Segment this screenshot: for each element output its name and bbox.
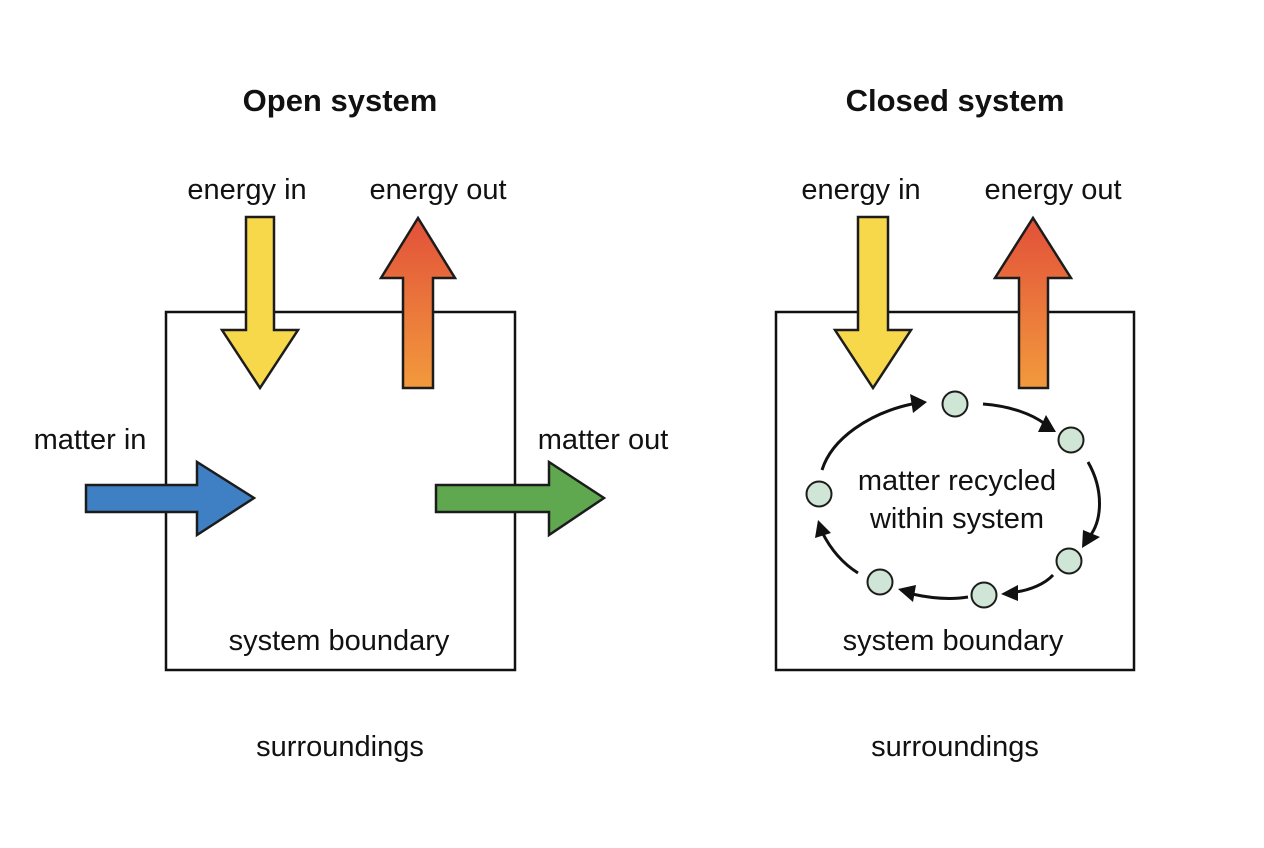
matter-particle (1055, 547, 1083, 575)
cycle-arrowhead-bottom-right (1001, 585, 1018, 601)
matter-particle (970, 581, 998, 609)
cycle-arrow-left (820, 531, 859, 575)
cycle-arrow-bottom-right (1015, 573, 1055, 594)
open-matter-in-label: matter in (34, 424, 147, 456)
closed-energy-out-arrow (992, 215, 1074, 390)
matter-particle (866, 568, 894, 596)
cycle-arrowhead-bottom (898, 585, 916, 602)
closed-boundary-label: system boundary (843, 625, 1064, 657)
open-matter-out-arrow (434, 459, 607, 538)
open-boundary-label: system boundary (229, 625, 450, 657)
open-energy-in-label: energy in (187, 174, 306, 206)
cycle-arrowhead-right (1082, 530, 1100, 548)
open-system-panel: Open system energy in energy out matter … (34, 83, 669, 763)
open-matter-in-arrow (84, 459, 257, 538)
open-surroundings-label: surroundings (256, 731, 424, 763)
closed-system-panel: Closed system energy in energy out (774, 83, 1136, 763)
recycle-label-line1: matter recycled (858, 465, 1056, 497)
closed-energy-in-arrow (832, 215, 914, 391)
open-matter-out-label: matter out (538, 424, 669, 456)
cycle-arrow-right (1086, 461, 1101, 537)
open-system-title: Open system (243, 83, 438, 118)
closed-energy-in-label: energy in (801, 174, 920, 206)
matter-particle (1057, 426, 1085, 454)
closed-system-boundary-box (774, 310, 1136, 672)
cycle-arrow-top (982, 402, 1046, 426)
closed-energy-out-label: energy out (984, 174, 1121, 206)
open-energy-in-arrow (219, 215, 301, 391)
cycle-arrow-top-left (820, 402, 913, 471)
cycle-arrowhead-top-left (910, 394, 927, 413)
open-energy-out-arrow (378, 215, 458, 390)
recycle-label-line2: within system (869, 503, 1044, 535)
closed-system-title: Closed system (846, 83, 1065, 118)
matter-particle (941, 390, 969, 418)
cycle-arrow-bottom (911, 592, 969, 600)
cycle-arrowhead-left (815, 520, 831, 538)
closed-surroundings-label: surroundings (871, 731, 1039, 763)
matter-particle (805, 480, 833, 508)
cycle-arrowhead-top (1038, 415, 1056, 432)
recycle-loop (815, 394, 1101, 602)
open-energy-out-label: energy out (369, 174, 506, 206)
